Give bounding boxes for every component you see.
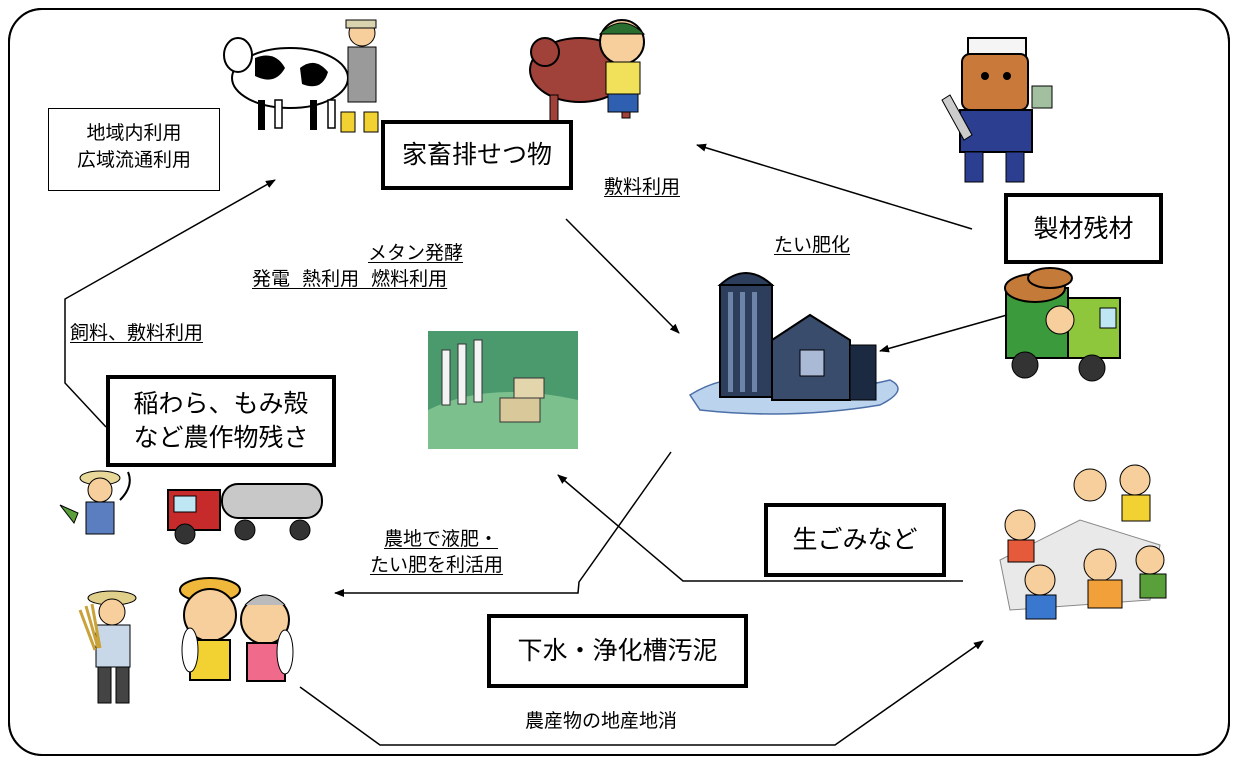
arrow-crop-residue-to-livestock [64, 179, 276, 428]
arrow-livestock-to-compost [565, 218, 680, 334]
composting-label: たい肥化 [774, 234, 851, 256]
arrow-lumber-to-livestock [696, 143, 973, 230]
local-use-box: 地域内利用 広域流通利用 [48, 108, 220, 191]
green-log-truck-illustration [1004, 267, 1121, 382]
local-use-line-2: 広域流通利用 [76, 149, 191, 171]
composting-silo-barn-illustration [688, 272, 899, 415]
lumber-residue-label: 製材残材 [1033, 213, 1134, 243]
feed-bedding-use-label: 飼料、敷料利用 [70, 322, 204, 344]
arrow-farmers-to-consumers [299, 640, 984, 746]
farmer-couple-with-radishes-illustration [179, 577, 294, 682]
crop-residue-line-1: 稲わら、もみ殻 [133, 389, 309, 418]
bedding-use-label: 敷料利用 [604, 176, 681, 198]
power-plant-illustration [428, 331, 578, 449]
methane-line-2: 発電 熱利用 燃料利用 [252, 268, 448, 290]
livestock-waste-box: 家畜排せつ物 [381, 120, 573, 190]
old-farmer-with-rice-illustration [78, 590, 137, 704]
family-dining-illustration [999, 464, 1167, 620]
sewage-sludge-box: 下水・浄化槽汚泥 [487, 614, 748, 688]
crop-residue-line-2: など農作物残さ [133, 423, 309, 452]
arrow-food-waste-to-plant [557, 474, 963, 582]
lumber-residue-box: 製材残材 [1004, 193, 1163, 264]
farmer-with-red-cow-illustration [529, 19, 646, 122]
dairy-farmer-with-cow-illustration [223, 19, 379, 133]
local-use-line-1: 地域内利用 [86, 122, 182, 144]
crop-residue-box: 稲わら、もみ殻 など農作物残さ [106, 375, 336, 467]
carpenter-with-saw-illustration [941, 37, 1053, 183]
food-waste-label: 生ごみなど [792, 525, 918, 554]
tanker-truck-illustration [167, 483, 323, 545]
farmland-line-1: 農地で液肥・ [384, 528, 499, 550]
livestock-waste-label: 家畜排せつ物 [401, 140, 552, 169]
farmer-with-sickle-illustration [59, 470, 131, 535]
diagram-frame [8, 8, 1230, 756]
farmland-line-2: たい肥を利活用 [370, 554, 504, 576]
local-consumption-label: 農産物の地産地消 [525, 710, 678, 732]
methane-line-1: メタン発酵 [368, 242, 464, 264]
arrow-compost-to-farmland [334, 451, 672, 597]
arrow-truck-to-compost [879, 314, 1008, 353]
sewage-sludge-label: 下水・浄化槽汚泥 [517, 636, 718, 665]
food-waste-box: 生ごみなど [764, 503, 946, 577]
